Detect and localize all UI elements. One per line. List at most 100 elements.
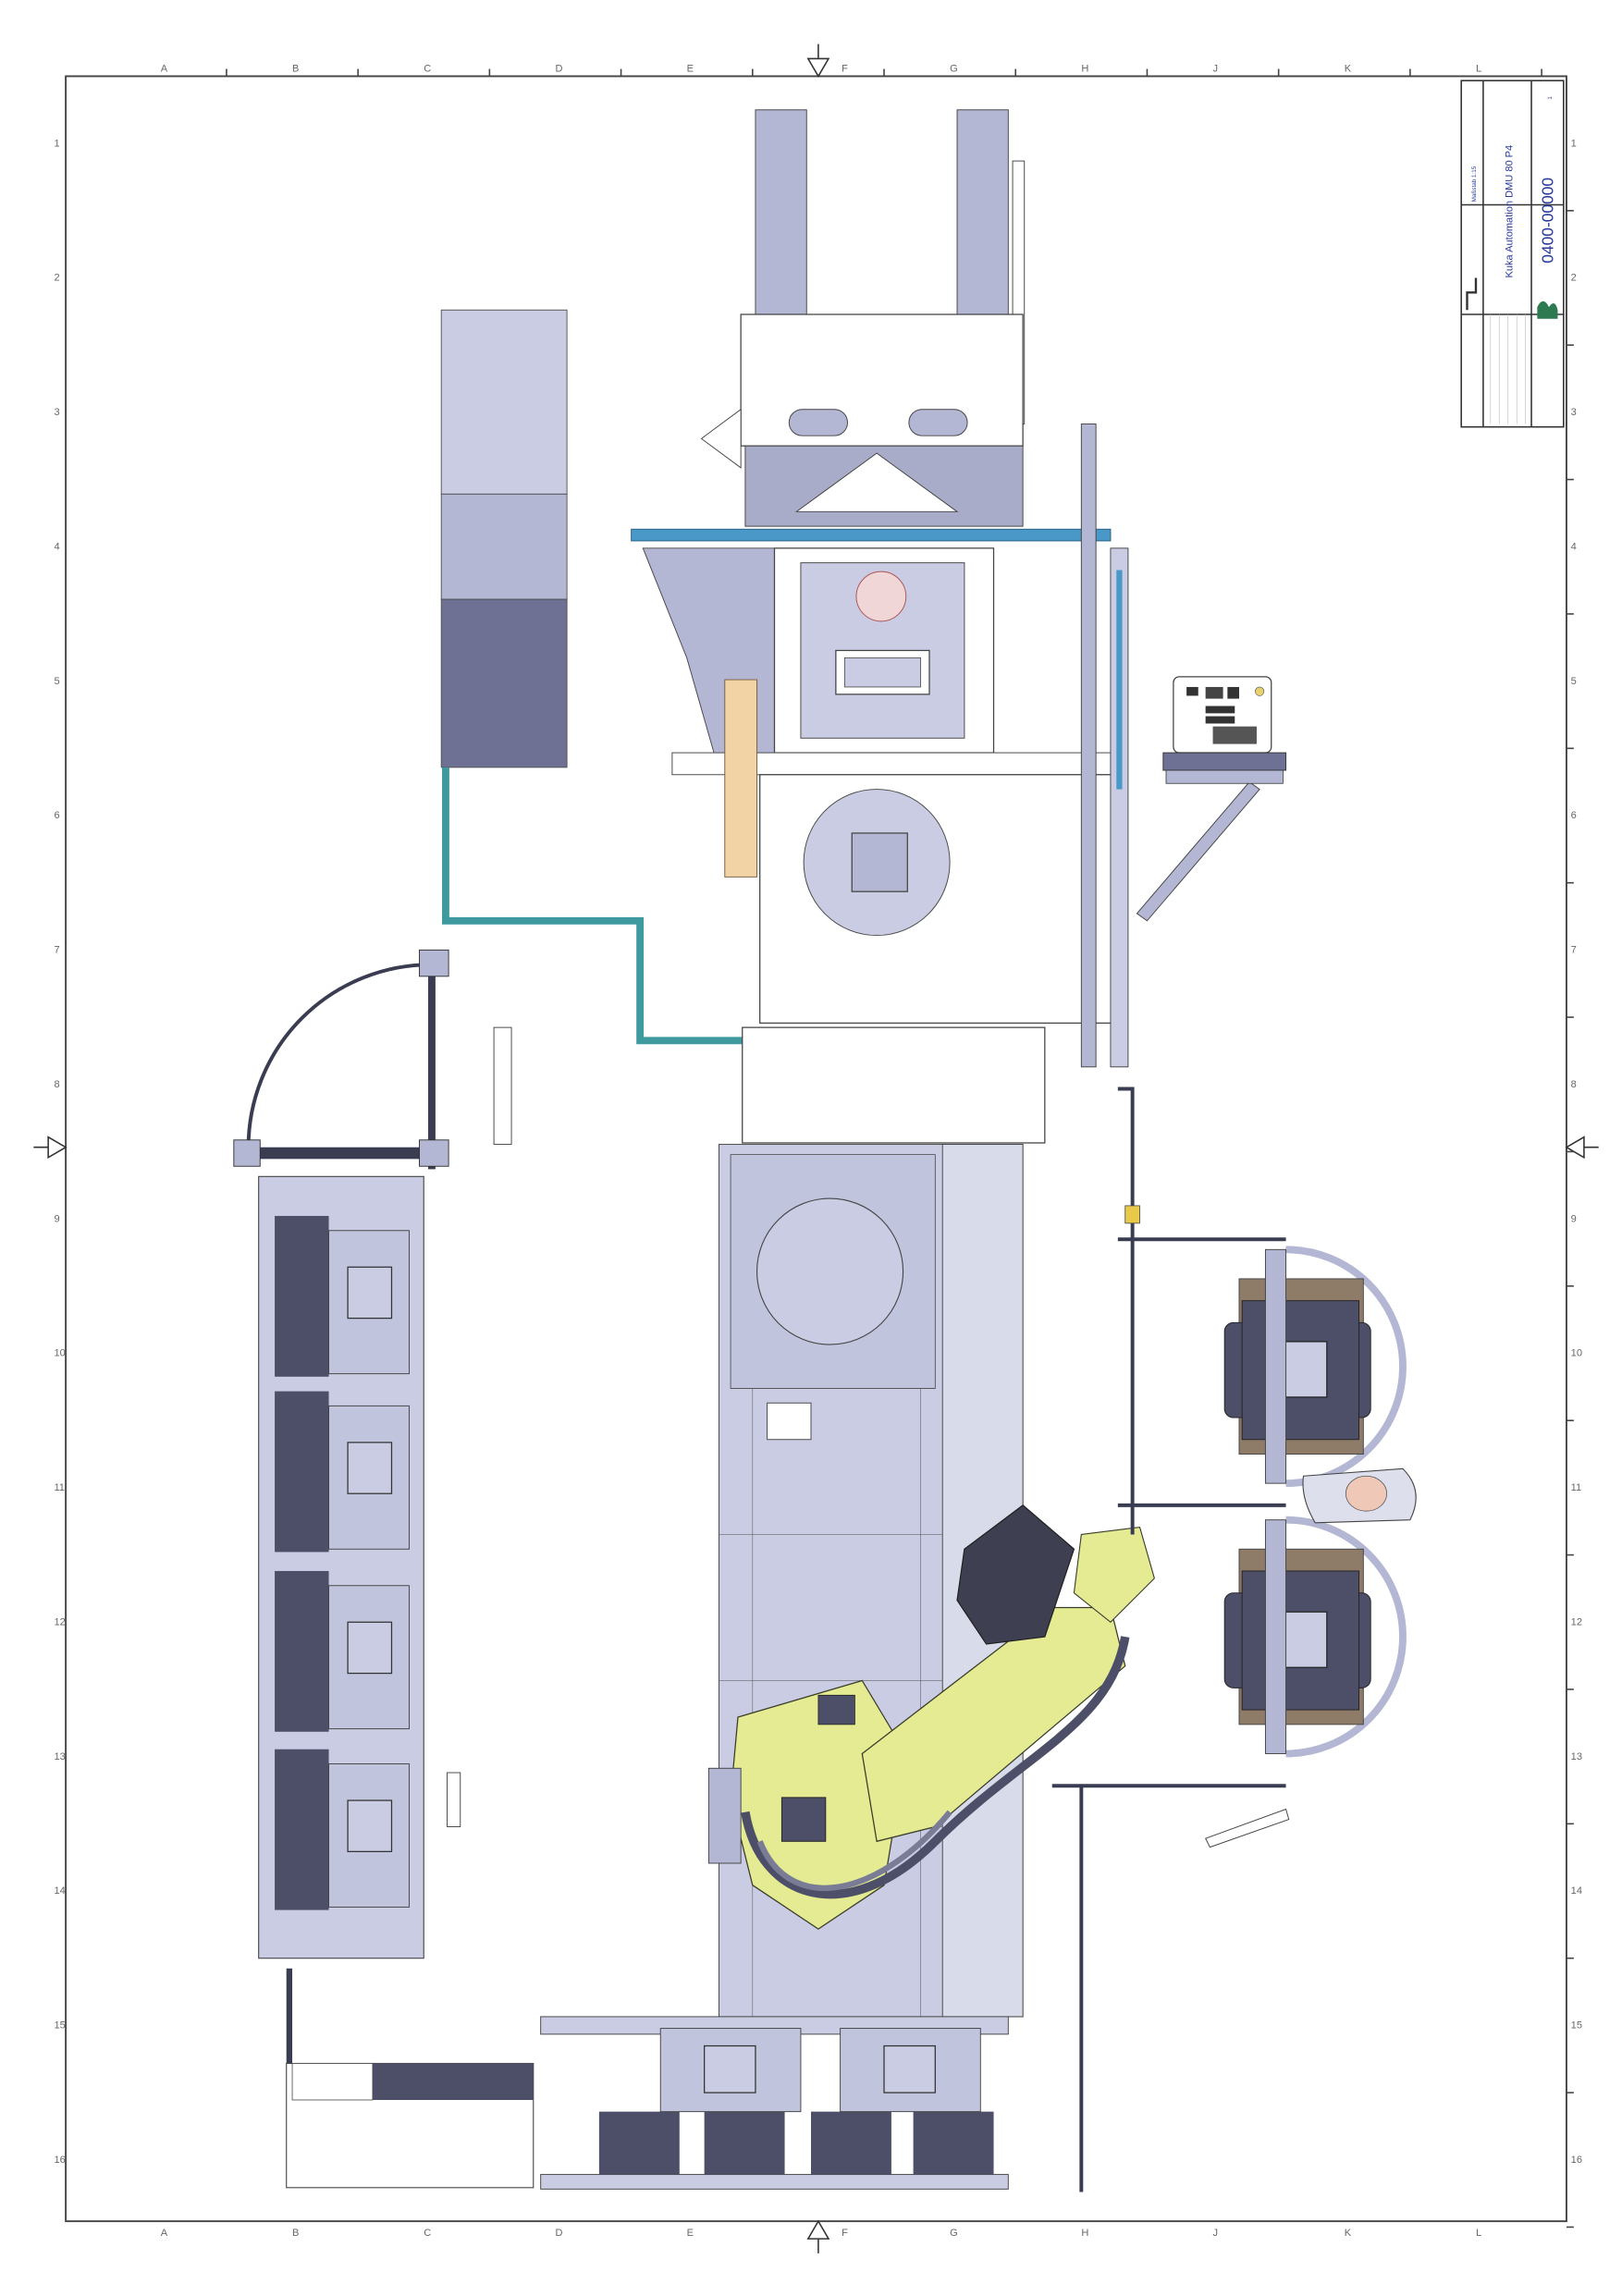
control-panel <box>1136 676 1287 922</box>
zone-label-top: G <box>950 64 958 75</box>
pallet-fixture <box>347 1621 393 1675</box>
rack-slot-dark <box>275 1391 329 1553</box>
zone-label-bottom: F <box>842 2228 848 2239</box>
safety-guard-line <box>442 767 745 1045</box>
zone-label-top: C <box>424 64 431 75</box>
zone-label-top: H <box>1081 64 1088 75</box>
zone-label-left: 15 <box>54 2020 65 2032</box>
zone-label-left: 14 <box>54 1885 65 1897</box>
zone-label-bottom: H <box>1081 2228 1088 2239</box>
pallet-fixture <box>347 1442 393 1494</box>
zone-label-bottom: G <box>950 2228 958 2239</box>
zone-label-left: 2 <box>54 273 59 284</box>
center-mark-left-icon <box>33 1136 68 1160</box>
zone-label-right: 6 <box>1571 810 1577 821</box>
chute <box>1204 1808 1290 1848</box>
station-post <box>1264 1248 1287 1484</box>
zone-label-right: 11 <box>1571 1482 1581 1493</box>
kuka-robot <box>707 1504 1155 1930</box>
zone-label-left: 11 <box>54 1482 64 1493</box>
zone-label-top: J <box>1213 64 1219 75</box>
zone-label-left: 4 <box>54 541 59 552</box>
rotary-table-circle <box>756 1197 904 1345</box>
zone-label-left: 3 <box>54 407 59 418</box>
zone-labels: AABBCCDDEEFFGGHHJJKKLL112233445566778899… <box>54 64 1582 2239</box>
marker-post <box>447 1772 461 1827</box>
zone-label-bottom: J <box>1213 2228 1219 2239</box>
zone-label-top: A <box>161 64 168 75</box>
zone-label-top: K <box>1345 64 1352 75</box>
zone-label-left: 6 <box>54 810 59 821</box>
zone-label-right: 10 <box>1571 1348 1582 1359</box>
station-body <box>1241 1300 1360 1441</box>
zone-label-right: 1 <box>1571 138 1577 149</box>
zone-label-left: 12 <box>54 1616 65 1627</box>
workpiece-stations <box>1223 1246 1407 1758</box>
control-panel-arm <box>1136 781 1260 922</box>
drawing-title: Kuka Automation DMU 80 P4 <box>1504 145 1515 278</box>
center-mark-top-icon <box>806 43 830 79</box>
access-door <box>233 949 449 1170</box>
zone-label-bottom: B <box>292 2228 299 2239</box>
zone-label-right: 7 <box>1571 945 1577 956</box>
zone-label-right: 4 <box>1571 541 1577 552</box>
rack-slot-dark <box>275 1749 329 1910</box>
zone-label-top: L <box>1476 64 1481 75</box>
zone-label-right: 12 <box>1571 1616 1582 1627</box>
zone-label-top: F <box>842 64 848 75</box>
center-mark-right-icon <box>1565 1136 1599 1160</box>
station-guard-arc <box>1285 1516 1407 1758</box>
zone-label-left: 16 <box>54 2155 65 2166</box>
safety-fence-right <box>1051 1087 1286 2192</box>
zone-label-bottom: E <box>687 2228 694 2239</box>
zone-label-top: E <box>687 64 694 75</box>
machine-fork-right <box>956 109 1009 315</box>
pallet-rack-bottom <box>540 2016 1009 2190</box>
zone-label-left: 1 <box>54 138 59 149</box>
pallet-fixture <box>704 2044 756 2093</box>
machine-table-circle <box>855 571 907 622</box>
zone-label-top: D <box>555 64 562 75</box>
pallet-rack-left <box>258 1175 424 1959</box>
machine-blue-rail <box>631 528 1112 542</box>
signal-light <box>1124 1205 1140 1224</box>
machine-fork-left <box>755 109 807 315</box>
machine-tool-dmu80 <box>631 109 1129 1144</box>
storage-block-dark <box>440 598 568 768</box>
machine-head-housing <box>740 313 1024 447</box>
zone-label-right: 8 <box>1571 1079 1577 1090</box>
rack-slot-dark <box>598 2111 680 2175</box>
zone-label-bottom: K <box>1345 2228 1352 2239</box>
rack-slot-dark <box>913 2111 994 2175</box>
marker-post <box>493 1026 512 1146</box>
projection-symbol-icon <box>1466 277 1478 311</box>
rack-slot-dark <box>275 1215 329 1377</box>
zone-label-right: 5 <box>1571 676 1577 687</box>
station-guard-arc <box>1285 1246 1407 1488</box>
zone-label-left: 8 <box>54 1079 59 1090</box>
scale-label: Maßstab 1:15 <box>1471 166 1478 202</box>
zone-label-bottom: A <box>161 2228 168 2239</box>
rack-slot-dark <box>275 1570 329 1732</box>
zone-label-left: 7 <box>54 945 59 956</box>
zone-label-left: 9 <box>54 1213 59 1224</box>
wood-plate <box>724 679 758 878</box>
zone-label-bottom: D <box>555 2228 562 2239</box>
rack-slot-dark <box>704 2111 785 2175</box>
operator-head <box>1345 1475 1387 1512</box>
title-block: Maßstab 1:15 Kuka Automation DMU 80 P4 0… <box>1460 80 1565 428</box>
zone-label-bottom: L <box>1476 2228 1481 2239</box>
zone-label-right: 16 <box>1571 2155 1582 2166</box>
storage-block-light <box>440 309 568 495</box>
station-post <box>1264 1519 1287 1754</box>
drawing-number: 0400-00000 <box>1539 178 1557 264</box>
pallet-fixture <box>347 1266 393 1320</box>
storage-block-mid <box>440 493 568 600</box>
pallet-fixture <box>347 1799 393 1852</box>
company-logo <box>1537 301 1558 319</box>
zone-label-left: 5 <box>54 676 59 687</box>
robot-motor-housing <box>956 1504 1075 1645</box>
sheet-number: 1 <box>1547 96 1554 100</box>
zone-label-bottom: C <box>424 2228 431 2239</box>
